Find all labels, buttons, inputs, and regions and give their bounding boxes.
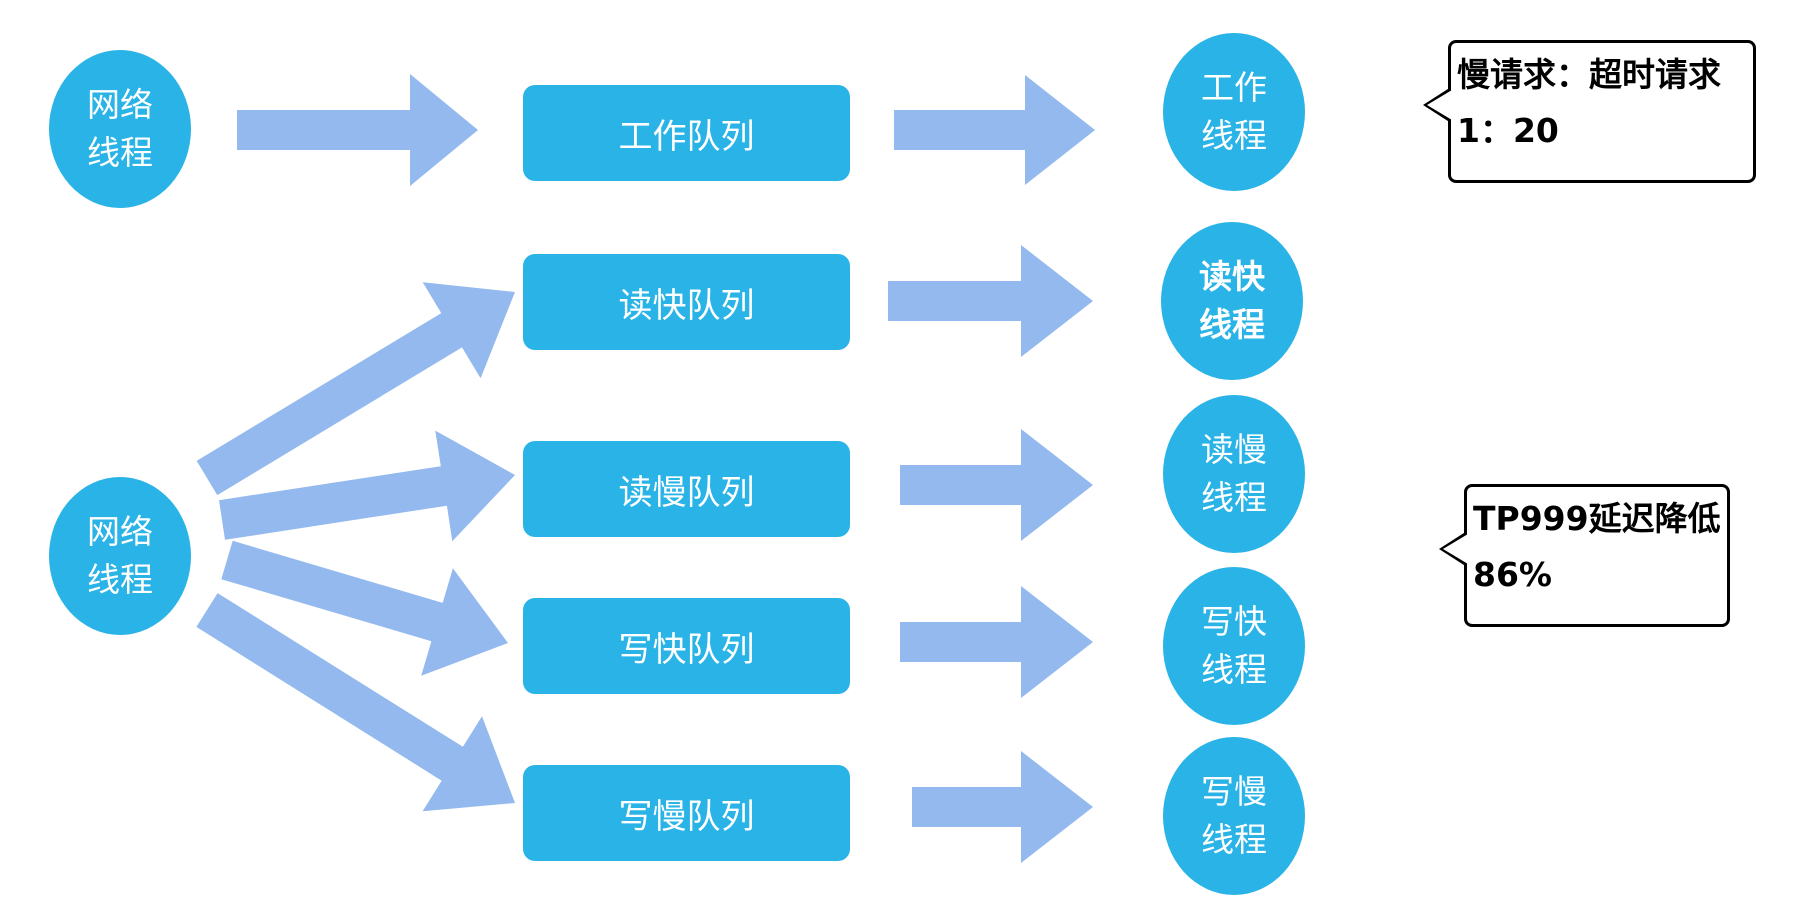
read-slow-thread-line1: 读慢: [1201, 430, 1267, 469]
arrow-net-to-work-queue: [237, 74, 478, 186]
write-fast-thread-line1: 写快: [1201, 602, 1267, 641]
network-thread-top-line1: 网络: [87, 85, 153, 124]
arrow-work-queue-to-worker: [894, 75, 1095, 185]
ratio-callout-line2: 1：20: [1457, 111, 1559, 150]
arrow-write-fast-to-worker: [900, 586, 1093, 698]
write-fast-thread-line2: 线程: [1201, 650, 1267, 689]
latency-callout-line1: TP999延迟降低: [1473, 499, 1721, 538]
read-fast-queue: 读快队列: [523, 254, 850, 350]
network-thread-bottom-line1: 网络: [87, 512, 153, 551]
read-slow-queue: 读慢队列: [523, 441, 850, 537]
latency-callout-line2: 86%: [1473, 555, 1552, 594]
read-fast-thread: 读快 线程: [1161, 222, 1303, 380]
arrow-net-to-write-slow: [196, 593, 515, 812]
arrow-read-fast-to-worker: [888, 245, 1093, 357]
work-thread-line2: 线程: [1201, 116, 1267, 155]
latency-callout: TP999延迟降低 86%: [1439, 484, 1730, 627]
write-fast-queue: 写快队列: [523, 598, 850, 694]
ratio-callout: 慢请求：超时请求 1：20: [1423, 40, 1756, 183]
network-thread-top: 网络 线程: [49, 50, 191, 208]
work-thread: 工作 线程: [1163, 33, 1305, 191]
write-slow-thread: 写慢 线程: [1163, 737, 1305, 895]
read-fast-thread-line2: 线程: [1199, 305, 1265, 344]
network-thread-bottom-line2: 线程: [87, 560, 153, 599]
ratio-callout-line1: 慢请求：超时请求: [1457, 55, 1721, 94]
write-slow-queue: 写慢队列: [523, 765, 850, 861]
latency-callout-tail: [1439, 531, 1468, 567]
arrow-net-to-read-slow: [219, 430, 515, 542]
write-slow-thread-line1: 写慢: [1201, 772, 1267, 811]
write-slow-thread-line2: 线程: [1201, 820, 1267, 859]
write-fast-thread: 写快 线程: [1163, 567, 1305, 725]
read-fast-thread-line1: 读快: [1199, 257, 1265, 296]
work-queue: 工作队列: [523, 85, 850, 181]
ratio-callout-tail: [1423, 87, 1452, 123]
arrow-net-to-write-fast: [221, 540, 509, 676]
arrow-net-to-read-fast: [196, 282, 515, 496]
arrow-write-slow-to-worker: [912, 751, 1093, 863]
read-slow-thread: 读慢 线程: [1163, 395, 1305, 553]
work-thread-line1: 工作: [1201, 68, 1267, 107]
read-slow-thread-line2: 线程: [1201, 478, 1267, 517]
network-thread-top-line2: 线程: [87, 133, 153, 172]
network-thread-bottom: 网络 线程: [49, 477, 191, 635]
arrow-read-slow-to-worker: [900, 429, 1093, 541]
